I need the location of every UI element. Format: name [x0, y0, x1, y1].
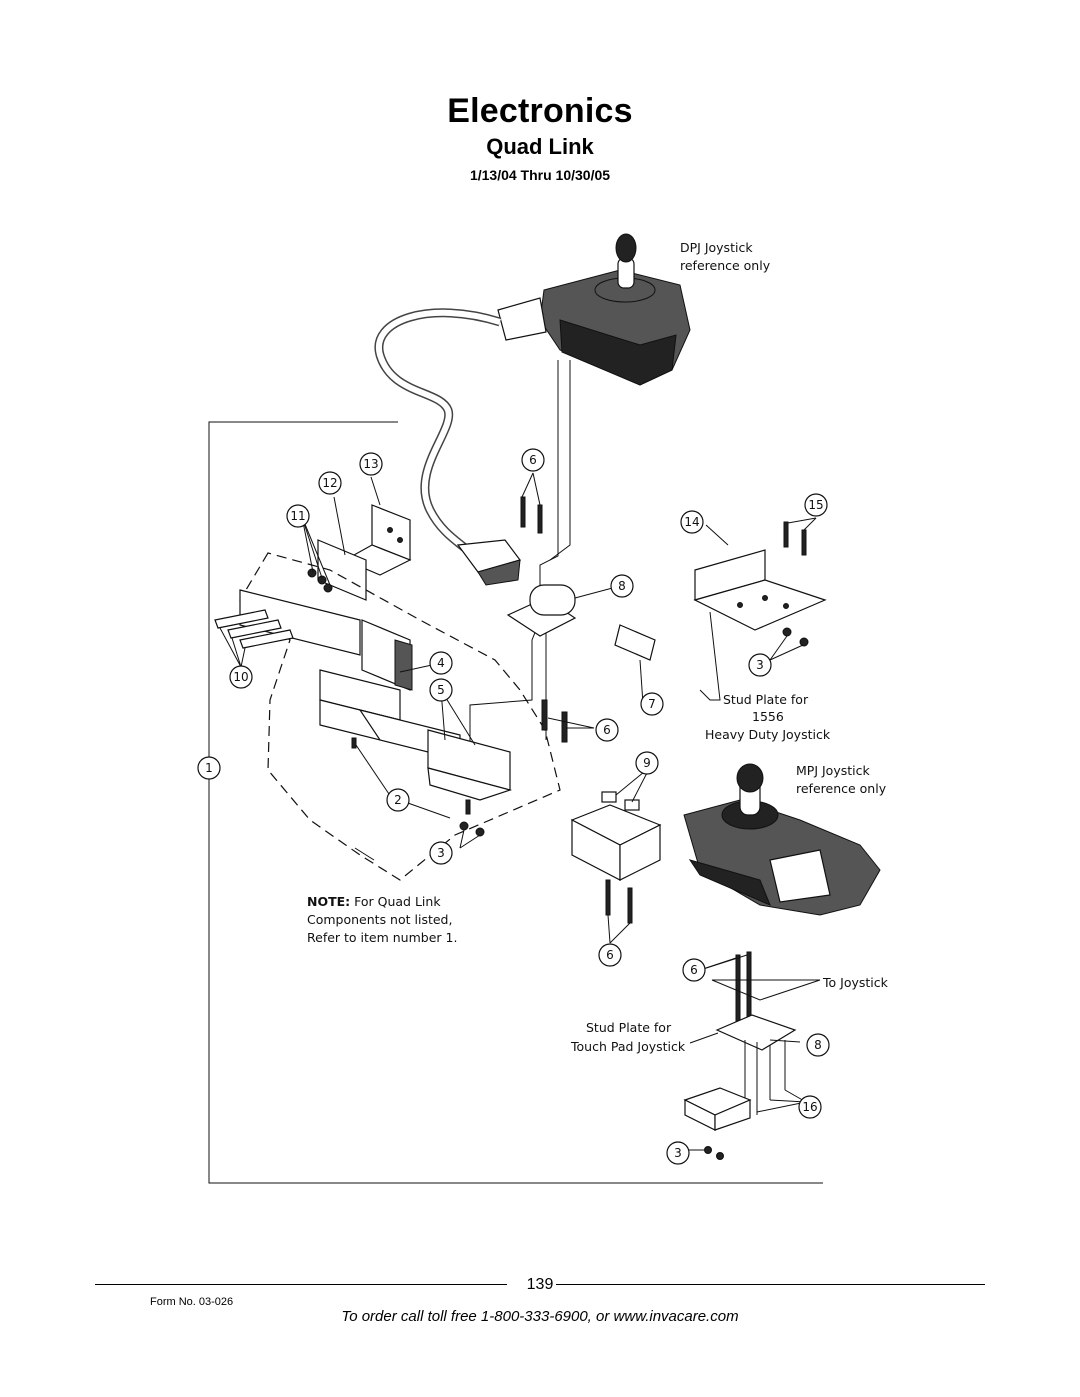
part-8-clamp: [506, 584, 577, 637]
svg-text:11: 11: [290, 509, 305, 523]
part-6-screws-mid: [541, 699, 568, 743]
callout-2: 2: [386, 788, 410, 812]
callout-8-a: 8: [610, 574, 634, 598]
svg-text:1556: 1556: [752, 709, 784, 724]
svg-text:3: 3: [437, 846, 445, 860]
part-9-clips: [601, 791, 640, 811]
assembly-frame: [208, 421, 823, 1184]
form-number: Form No. 03-026: [150, 1296, 234, 1308]
callout-1: 1: [197, 756, 221, 780]
page-number: 139: [526, 1276, 554, 1293]
dpj-joystick-illustration: [497, 233, 691, 386]
order-note: To order call toll free 1-800-333-6900, …: [341, 1308, 739, 1325]
callout-16: 16: [798, 1095, 822, 1119]
svg-text:4: 4: [437, 656, 445, 670]
callout-6-a: 6: [521, 448, 545, 472]
callout-6-d: 6: [682, 958, 706, 982]
svg-text:reference only: reference only: [680, 258, 771, 273]
mount-bar: [239, 589, 361, 656]
callout-10: 10: [229, 665, 253, 689]
db-connector: [456, 539, 522, 586]
callout-6-c: 6: [598, 943, 622, 967]
svg-text:12: 12: [322, 476, 337, 490]
note-text: NOTE: For Quad Link Components not liste…: [307, 894, 457, 945]
callout-11: 11: [286, 504, 310, 528]
svg-text:9: 9: [643, 756, 651, 770]
callout-12: 12: [318, 471, 342, 495]
svg-text:6: 6: [690, 963, 698, 977]
callout-9: 9: [635, 751, 659, 775]
part-7-pin: [614, 624, 656, 661]
svg-text:15: 15: [808, 498, 823, 512]
callout-14: 14: [680, 510, 704, 534]
svg-text:MPJ Joystick: MPJ Joystick: [796, 763, 870, 778]
svg-text:Refer to item number 1.: Refer to item number 1.: [307, 930, 457, 945]
svg-text:6: 6: [603, 723, 611, 737]
svg-text:14: 14: [684, 515, 699, 529]
callout-4: 4: [429, 651, 453, 675]
svg-text:Components not listed,: Components not listed,: [307, 912, 452, 927]
svg-text:13: 13: [363, 457, 378, 471]
svg-text:Stud Plate for: Stud Plate for: [586, 1020, 672, 1035]
svg-text:3: 3: [674, 1146, 682, 1160]
callout-3-a: 3: [429, 841, 453, 865]
part-6-screws-top: [520, 496, 543, 534]
svg-text:7: 7: [648, 697, 656, 711]
label-to-joystick: To Joystick: [822, 975, 889, 990]
callout-15: 15: [804, 493, 828, 517]
part-15-screws: [783, 521, 807, 556]
label-heavy-duty-stud-plate: Stud Plate for 1556 Heavy Duty Joystick: [705, 692, 831, 742]
svg-text:DPJ Joystick: DPJ Joystick: [680, 240, 753, 255]
quad-link-outline: [239, 552, 561, 881]
svg-text:10: 10: [233, 670, 248, 684]
page-title: Electronics: [447, 92, 633, 130]
callout-3-c: 3: [666, 1141, 690, 1165]
label-mpj-joystick: MPJ Joystick reference only: [796, 763, 887, 796]
date-range: 1/13/04 Thru 10/30/05: [469, 167, 611, 183]
mount-block-2: [570, 804, 662, 881]
part-3-nut: [459, 821, 469, 831]
svg-text:6: 6: [529, 453, 537, 467]
svg-text:8: 8: [814, 1038, 822, 1052]
footer-rule-right: [556, 1284, 985, 1285]
svg-text:16: 16: [802, 1100, 817, 1114]
callout-7: 7: [640, 692, 664, 716]
svg-text:8: 8: [618, 579, 626, 593]
joystick-cable: [374, 308, 502, 552]
svg-text:2: 2: [394, 793, 402, 807]
svg-text:5: 5: [437, 683, 445, 697]
footer-rule-left: [95, 1284, 507, 1285]
callout-13: 13: [359, 452, 383, 476]
mount-block: [319, 669, 513, 801]
svg-text:1: 1: [205, 761, 213, 775]
part-13-bracket: [343, 504, 412, 576]
mpj-joystick-illustration: [683, 763, 881, 916]
touch-pad-stud-plate: [683, 951, 797, 1160]
svg-text:Stud Plate for: Stud Plate for: [723, 692, 809, 707]
part-2-screw: [351, 737, 357, 749]
part-4-bracket: [361, 619, 413, 691]
svg-text:3: 3: [756, 658, 764, 672]
callout-6-b: 6: [595, 718, 619, 742]
svg-text:reference only: reference only: [796, 781, 887, 796]
page-subtitle: Quad Link: [486, 134, 594, 159]
svg-text:NOTE: For Quad Link: NOTE: For Quad Link: [307, 894, 441, 909]
svg-text:Touch Pad Joystick: Touch Pad Joystick: [570, 1039, 686, 1054]
callout-5: 5: [429, 678, 453, 702]
part-14-stud-plate: [693, 549, 827, 631]
label-touch-pad-stud-plate: Stud Plate for Touch Pad Joystick: [570, 1020, 686, 1054]
callout-8-b: 8: [806, 1033, 830, 1057]
part-6-screws-low: [605, 879, 633, 924]
label-dpj-joystick: DPJ Joystick reference only: [680, 240, 771, 273]
svg-text:6: 6: [606, 948, 614, 962]
part-10-bolts: [214, 609, 294, 649]
svg-text:Heavy Duty Joystick: Heavy Duty Joystick: [705, 727, 831, 742]
callout-3-b: 3: [748, 653, 772, 677]
